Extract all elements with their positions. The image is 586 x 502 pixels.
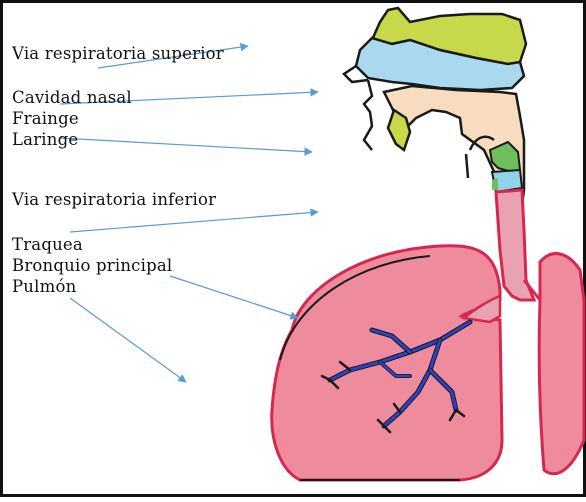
larynx-ring: [492, 178, 498, 190]
label-nasal-cavity: Cavidad nasal: [12, 90, 132, 107]
label-trachea: Traquea: [12, 237, 83, 254]
label-upper-airway: Via respiratoria superior: [12, 46, 224, 63]
right-lung: [539, 254, 584, 474]
label-lower-airway: Via respiratoria inferior: [12, 192, 216, 209]
label-pharynx: Frainge: [12, 111, 79, 128]
label-lung: Pulmón: [12, 279, 76, 296]
label-main-bronchus: Bronquio principal: [12, 258, 172, 275]
label-larynx: Laringe: [12, 132, 78, 149]
